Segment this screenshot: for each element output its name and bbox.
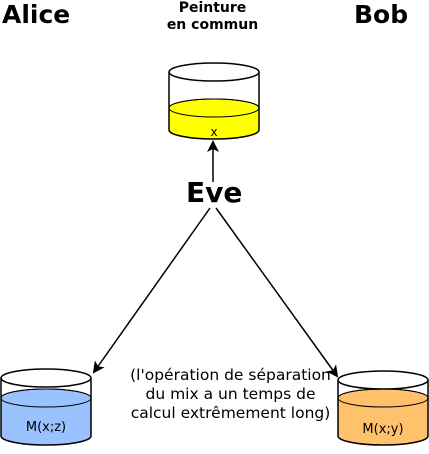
alice-paint-pot: M(x;z) <box>0 368 92 446</box>
bob-paint-pot: M(x;y) <box>337 370 429 446</box>
eve-label: Eve <box>186 176 243 209</box>
separation-note: (l'opération de séparation du mix a un t… <box>130 366 331 422</box>
shared-paint-label: Peinture en commun <box>120 0 305 34</box>
alice-pot-label: M(x;z) <box>26 420 66 435</box>
arrow-eve-to-bob <box>215 207 339 378</box>
common-pot-label: x <box>210 125 217 139</box>
bob-label: Bob <box>354 0 409 29</box>
alice-label: Alice <box>2 0 71 29</box>
shared-paint-line2: en commun <box>166 17 259 33</box>
shared-paint-line1: Peinture <box>178 0 247 16</box>
alice-pot-fill <box>0 388 92 446</box>
bob-pot-label: M(x;y) <box>362 422 403 437</box>
common-paint-pot: x <box>168 62 260 140</box>
arrow-eve-to-alice <box>92 207 211 374</box>
